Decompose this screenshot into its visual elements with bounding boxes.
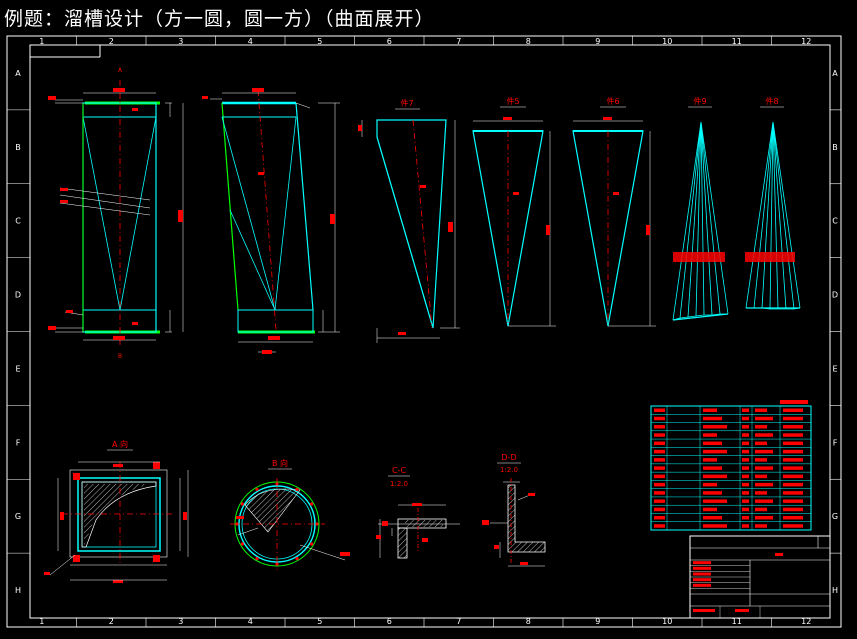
piece-5-label: 件5 xyxy=(506,96,519,106)
section-b-view: B 向 xyxy=(230,458,350,570)
column-label-bottom: 1 xyxy=(39,617,44,626)
column-label-top: 7 xyxy=(456,37,461,46)
row-label-right: A xyxy=(832,69,838,78)
column-label-bottom: 10 xyxy=(662,617,672,626)
column-label-top: 11 xyxy=(732,37,742,46)
row-label-left: H xyxy=(15,586,21,595)
piece-7-view: 件7 xyxy=(358,98,460,343)
column-label-bottom: 9 xyxy=(595,617,600,626)
row-label-left: A xyxy=(15,69,21,78)
column-label-bottom: 2 xyxy=(109,617,114,626)
front-view-1: A B xyxy=(48,67,184,360)
row-label-left: B xyxy=(15,143,21,152)
row-label-left: C xyxy=(15,217,21,226)
section-c-view: C-C 1:2.0 xyxy=(376,466,460,559)
piece-7-label: 件7 xyxy=(400,98,413,108)
piece-8-fan: 件8 xyxy=(745,96,801,310)
column-label-bottom: 7 xyxy=(456,617,461,626)
piece-6-view: 件6 xyxy=(572,96,656,327)
column-label-bottom: 12 xyxy=(801,617,811,626)
row-label-left: G xyxy=(15,512,21,521)
row-label-right: E xyxy=(832,364,837,373)
column-label-top: 5 xyxy=(317,37,322,46)
column-label-bottom: 6 xyxy=(387,617,392,626)
column-label-top: 4 xyxy=(248,37,253,46)
column-label-bottom: 5 xyxy=(317,617,322,626)
piece-9-label: 件9 xyxy=(693,96,706,106)
column-label-bottom: 3 xyxy=(178,617,183,626)
column-label-top: 12 xyxy=(801,37,811,46)
column-label-bottom: 4 xyxy=(248,617,253,626)
piece-5-view: 件5 xyxy=(472,96,556,327)
column-label-bottom: 8 xyxy=(526,617,531,626)
row-label-right: H xyxy=(832,586,838,595)
side-view-2 xyxy=(202,88,340,354)
section-c-scale: 1:2.0 xyxy=(390,480,408,488)
section-d-label: D-D xyxy=(501,453,516,462)
row-label-right: D xyxy=(832,291,838,300)
title-block xyxy=(689,535,831,619)
column-label-top: 9 xyxy=(595,37,600,46)
row-label-left: E xyxy=(15,364,20,373)
row-label-left: F xyxy=(16,438,21,447)
drawing-title: 例题：溜槽设计（方一圆，圆一方）（曲面展开） xyxy=(4,8,435,30)
row-labels: A A B B C C D D E E F F G G H H xyxy=(7,69,841,595)
piece-8-label: 件8 xyxy=(765,96,778,106)
column-label-top: 2 xyxy=(109,37,114,46)
row-label-right: G xyxy=(832,512,838,521)
section-d-view: D-D 1:2.0 xyxy=(482,453,546,567)
section-d-scale: 1:2.0 xyxy=(500,466,518,474)
column-label-top: 3 xyxy=(178,37,183,46)
section-a-view: A 向 xyxy=(44,439,189,583)
svg-text:B: B xyxy=(118,353,122,360)
row-label-left: D xyxy=(15,291,21,300)
column-label-top: 8 xyxy=(526,37,531,46)
column-label-top: 6 xyxy=(387,37,392,46)
section-a-label: A 向 xyxy=(112,439,128,449)
svg-text:A: A xyxy=(118,67,123,74)
piece-9-fan: 件9 xyxy=(672,96,729,321)
row-label-right: B xyxy=(832,143,838,152)
row-label-right: C xyxy=(832,217,838,226)
piece-6-label: 件6 xyxy=(606,96,619,106)
column-label-top: 10 xyxy=(662,37,672,46)
parts-list-table xyxy=(650,400,812,531)
row-label-right: F xyxy=(833,438,838,447)
column-label-top: 1 xyxy=(39,37,44,46)
section-b-label: B 向 xyxy=(272,458,288,468)
section-c-label: C-C xyxy=(392,466,406,475)
column-label-bottom: 11 xyxy=(732,617,742,626)
